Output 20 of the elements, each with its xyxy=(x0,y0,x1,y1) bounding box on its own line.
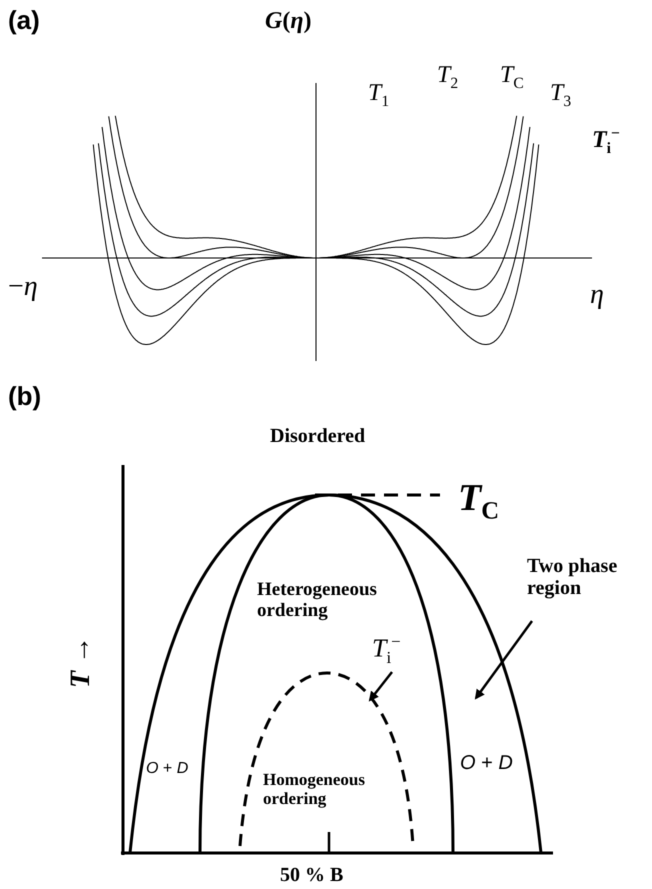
leader-arrow xyxy=(474,620,534,700)
region-label: Two phase region xyxy=(527,555,652,599)
temperature-label: T$_{C}$ xyxy=(458,478,500,525)
axis-label: T → xyxy=(66,636,97,688)
leader-arrow xyxy=(368,671,393,702)
region-label: O + D xyxy=(146,760,188,778)
curve-label: T$_{2}$ xyxy=(437,62,458,92)
region-label: Heterogeneous ordering xyxy=(257,580,378,622)
axis-label: −η xyxy=(8,272,38,303)
curve-label: T$_{3}$ xyxy=(550,80,572,110)
region-label: Homogeneous ordering xyxy=(263,771,366,808)
region-label: Disordered xyxy=(270,425,366,447)
axis-label: η xyxy=(590,280,604,311)
panel-label: (b) xyxy=(8,382,42,411)
axis-label: 50 % B xyxy=(280,864,344,886)
curve-label: T$_{1}$ xyxy=(368,80,390,110)
panel-label: (a) xyxy=(8,6,40,35)
region-label: O + D xyxy=(460,752,513,774)
curve-label: T$_{C}$ xyxy=(500,62,524,92)
axis-label: G(η) xyxy=(265,8,312,34)
